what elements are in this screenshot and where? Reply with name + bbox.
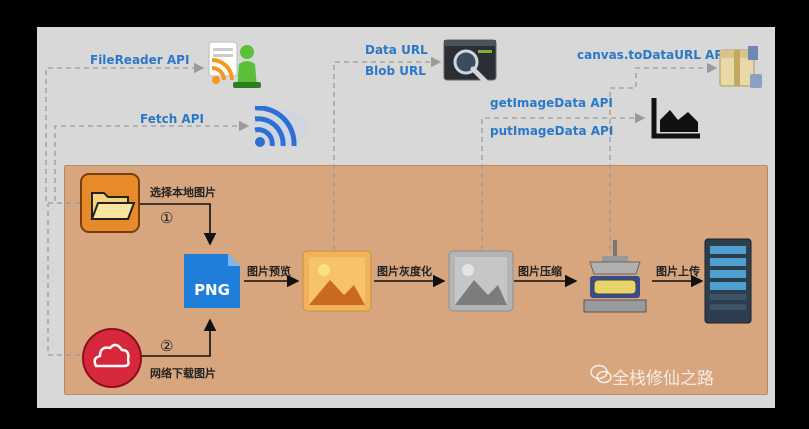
select-local-label: 选择本地图片 (150, 186, 216, 199)
todataurl-connector (609, 62, 718, 250)
upload-step-label: 图片上传 (656, 265, 700, 278)
grayscale-step-label: 图片灰度化 (377, 265, 432, 278)
browser-search-icon (443, 39, 497, 85)
download-network-label: 网络下载图片 (150, 367, 216, 380)
rss-reader-icon (208, 41, 261, 88)
compression-clamp-icon (583, 240, 647, 313)
data-url-label: Data URL (365, 43, 428, 57)
step-one-marker: ① (160, 209, 174, 227)
compress-step-label: 图片压缩 (518, 265, 562, 278)
png-file-text: PNG (194, 281, 230, 299)
getimagedata-api-label: getImageData API (490, 96, 613, 110)
todataurl-api-label: canvas.toDataURL API (577, 48, 728, 62)
wechat-icon (590, 364, 612, 384)
download-arrow (140, 318, 217, 357)
fetch-connector (54, 120, 250, 204)
png-file-icon: PNG (184, 254, 240, 308)
preview-step-label: 图片预览 (247, 265, 291, 278)
grayscale-image-icon (448, 250, 514, 312)
preview-url-connector (333, 56, 442, 250)
area-chart-icon (651, 98, 700, 139)
folder-icon[interactable] (80, 173, 140, 233)
archive-zip-icon (719, 46, 762, 88)
putimagedata-api-label: putImageData API (490, 124, 614, 138)
select-arrow (140, 203, 217, 246)
watermark-text: 全栈修仙之路 (612, 369, 714, 389)
network-branch-connector (47, 204, 80, 356)
filereader-connector (45, 62, 205, 204)
fetch-api-label: Fetch API (140, 112, 204, 126)
color-image-icon (302, 250, 372, 312)
wifi-feed-icon (254, 106, 308, 147)
server-icon (704, 238, 752, 324)
cloud-download-icon[interactable] (82, 328, 142, 388)
blob-url-label: Blob URL (365, 64, 426, 78)
step-two-marker: ② (160, 337, 174, 355)
filereader-api-label: FileReader API (90, 53, 190, 67)
